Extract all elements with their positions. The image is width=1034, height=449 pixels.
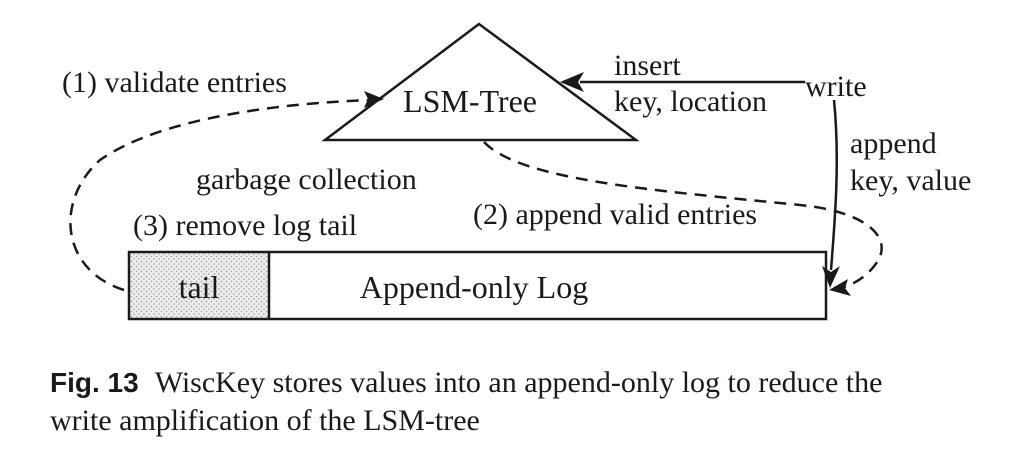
insert-arrow-head: [560, 72, 584, 92]
log-label: Append-only Log: [360, 269, 588, 305]
append-valid-entries-label: (2) append valid entries: [473, 198, 757, 231]
remove-log-tail-label: (3) remove log tail: [133, 209, 357, 242]
append-valid-arrow-head: [829, 279, 851, 296]
log-tail-segment: [130, 253, 269, 318]
lsm-tree-triangle: [321, 22, 640, 142]
key-location-label: key, location: [614, 85, 767, 118]
append-arrow-line: [829, 99, 839, 271]
validate-entries-dashed-arrow: [69, 98, 373, 292]
append-valid-dashed-arrow: [483, 141, 883, 289]
key-value-label: key, value: [850, 164, 971, 197]
figure-caption-line1: Fig. 13 WiscKey stores values into an ap…: [50, 366, 882, 399]
caption-text-line1: WiscKey stores values into an append-onl…: [155, 366, 883, 399]
write-label: write: [805, 70, 867, 103]
validate-arrow-head: [364, 91, 384, 108]
figure-caption-line2: write amplification of the LSM-tree: [50, 404, 480, 437]
append-label: append: [850, 127, 937, 160]
lsm-tree-label: LSM-Tree: [403, 83, 537, 119]
figure-label: Fig. 13: [50, 367, 139, 398]
tail-label: tail: [179, 269, 220, 305]
insert-label: insert: [614, 49, 681, 82]
validate-entries-label: (1) validate entries: [62, 66, 287, 99]
append-arrow-head: [822, 266, 840, 288]
garbage-collection-label: garbage collection: [196, 163, 417, 196]
